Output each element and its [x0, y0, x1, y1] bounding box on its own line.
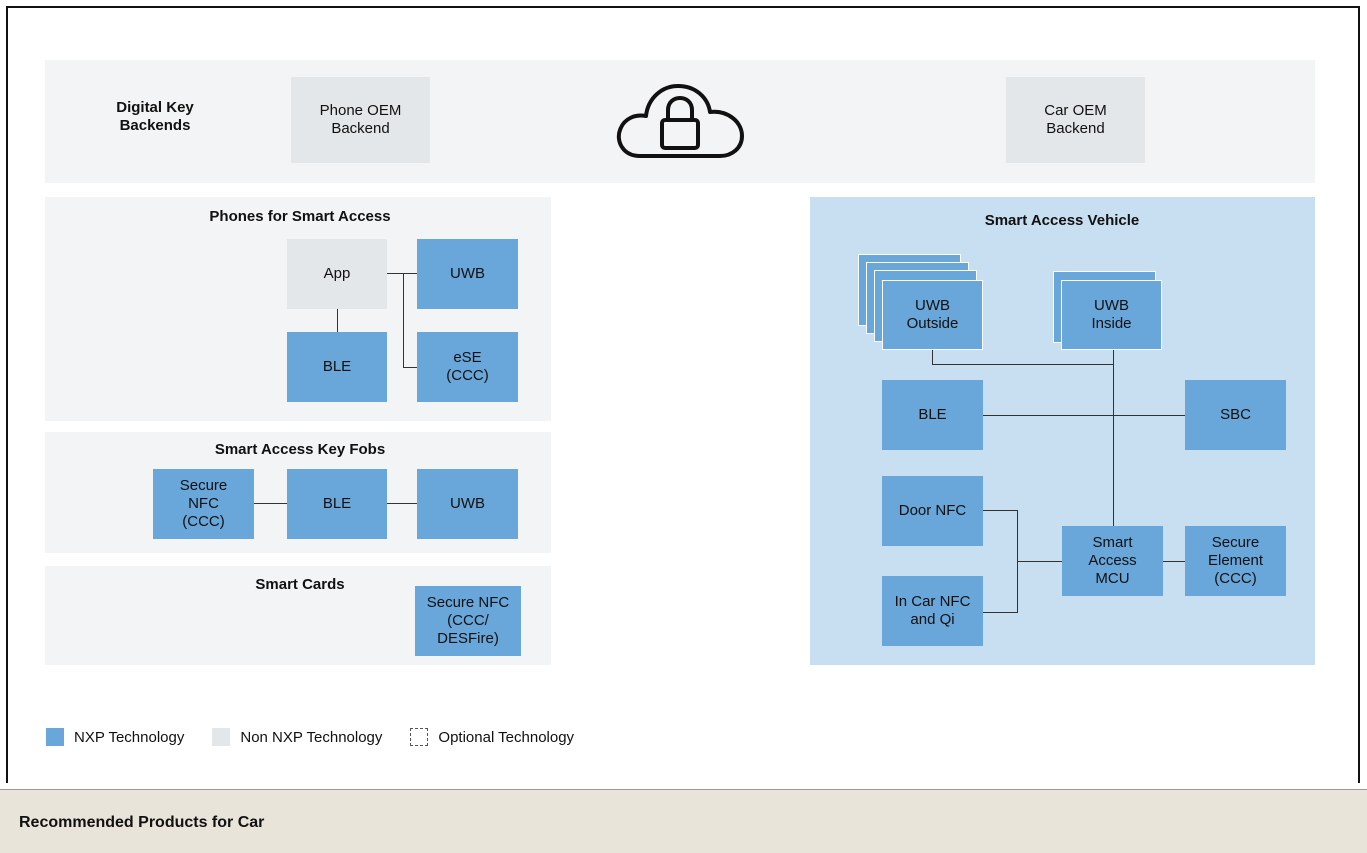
diagram-frame: [6, 6, 1360, 783]
recommended-products-header[interactable]: Recommended Products for Car: [0, 789, 1367, 853]
uwb-inside-box: UWB Inside: [1061, 280, 1162, 350]
recommended-products-title: Recommended Products for Car: [19, 814, 265, 831]
legend-non-nxp-label: Non NXP Technology: [240, 728, 383, 746]
nxp-swatch: [46, 728, 64, 746]
connector: [387, 503, 417, 504]
non-nxp-swatch: [212, 728, 231, 746]
connector: [387, 273, 417, 274]
phone-ble-box: BLE: [287, 332, 387, 402]
phone-ese-box: eSE (CCC): [417, 332, 518, 402]
phone-oem-backend: Phone OEM Backend: [291, 77, 430, 163]
legend: NXP Technology Non NXP Technology Option…: [46, 728, 602, 746]
phones-title: Phones for Smart Access: [209, 208, 391, 225]
connector: [983, 612, 1017, 613]
fob-ble-box: BLE: [287, 469, 387, 539]
connector: [1163, 561, 1185, 562]
cloud-lock-icon: [616, 84, 744, 158]
connector: [403, 367, 417, 368]
fobs-title: Smart Access Key Fobs: [214, 441, 386, 458]
fob-secure-nfc-box: Secure NFC (CCC): [153, 469, 254, 539]
legend-optional: Optional Technology: [410, 728, 574, 746]
vehicle-title: Smart Access Vehicle: [984, 212, 1140, 229]
uwb-outside-box: UWB Outside: [882, 280, 983, 350]
door-nfc-box: Door NFC: [882, 476, 983, 546]
backends-title: Digital Key Backends: [116, 99, 194, 134]
cards-title: Smart Cards: [255, 576, 345, 593]
connector: [983, 510, 1017, 511]
connector: [1017, 561, 1062, 562]
car-oem-backend: Car OEM Backend: [1006, 77, 1145, 163]
app-box: App: [287, 239, 387, 309]
in-car-nfc-box: In Car NFC and Qi: [882, 576, 983, 646]
lock-body: [660, 118, 700, 150]
legend-nxp-label: NXP Technology: [74, 728, 185, 746]
cloud-outline: [616, 84, 744, 158]
phone-uwb-box: UWB: [417, 239, 518, 309]
legend-nxp: NXP Technology: [46, 728, 184, 746]
vehicle-ble-box: BLE: [882, 380, 983, 450]
connector: [932, 350, 933, 364]
secure-element-box: Secure Element (CCC): [1185, 526, 1286, 596]
connector: [403, 273, 404, 367]
connector: [1113, 350, 1114, 526]
fob-uwb-box: UWB: [417, 469, 518, 539]
optional-swatch: [410, 728, 429, 746]
legend-non-nxp: Non NXP Technology: [212, 728, 382, 746]
connector: [254, 503, 287, 504]
connector: [983, 415, 1185, 416]
card-secure-nfc-box: Secure NFC (CCC/ DESFire): [415, 586, 521, 656]
connector: [932, 364, 1114, 365]
lock-shackle: [666, 95, 694, 120]
sbc-box: SBC: [1185, 380, 1286, 450]
legend-optional-label: Optional Technology: [438, 728, 575, 746]
smart-access-mcu-box: Smart Access MCU: [1062, 526, 1163, 596]
connector: [337, 309, 338, 332]
